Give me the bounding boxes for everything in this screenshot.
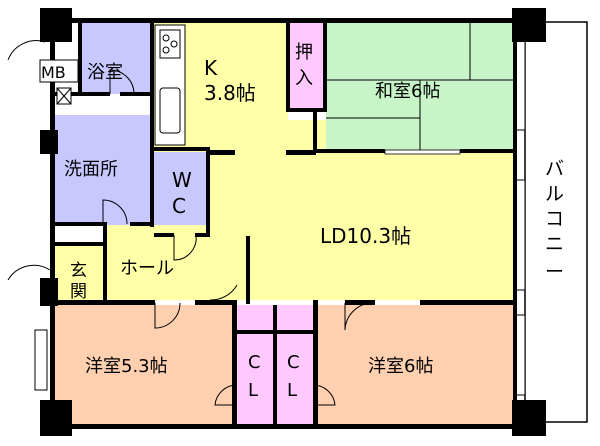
label-cl-a-1: C bbox=[248, 352, 261, 373]
label-senmen: 洗面所 bbox=[64, 159, 118, 180]
label-kitchen-size: 3.8帖 bbox=[204, 81, 256, 105]
label-mb: MB bbox=[41, 63, 66, 82]
kitchen-counter bbox=[154, 24, 186, 146]
label-balcony-5: ー bbox=[545, 261, 564, 283]
walls bbox=[40, 8, 546, 436]
label-cl-b-1: C bbox=[287, 352, 300, 373]
label-bath: 浴室 bbox=[87, 62, 123, 83]
mb-box bbox=[39, 59, 79, 105]
label-ld: LD10.3帖 bbox=[320, 224, 411, 248]
window-left bbox=[34, 329, 48, 391]
room-ld bbox=[208, 152, 515, 300]
label-oshiire-2: 入 bbox=[295, 68, 313, 89]
label-cl-a-2: L bbox=[248, 380, 258, 401]
room-oshiire bbox=[288, 22, 326, 110]
tatami-lines bbox=[326, 22, 515, 152]
window-washitsu bbox=[384, 149, 461, 155]
label-genkan-2: 関 bbox=[70, 282, 87, 302]
label-wc-2: C bbox=[172, 194, 186, 218]
label-wc-1: W bbox=[172, 168, 192, 192]
label-youshitsu-b: 洋室6帖 bbox=[368, 356, 433, 377]
label-washitsu: 和室6帖 bbox=[375, 81, 440, 102]
room-wc bbox=[153, 150, 208, 235]
room-youshitsu-a bbox=[55, 305, 235, 425]
label-balcony-4: ニ bbox=[545, 233, 564, 255]
room-bath bbox=[80, 22, 153, 94]
label-oshiire-1: 押 bbox=[295, 42, 313, 63]
label-balcony-1: バ bbox=[545, 158, 564, 180]
label-youshitsu-a: 洋室5.3帖 bbox=[85, 356, 168, 377]
label-cl-b-2: L bbox=[287, 380, 297, 401]
label-kitchen-name: K bbox=[204, 56, 218, 80]
room-genkan bbox=[55, 245, 106, 300]
label-genkan-1: 玄 bbox=[70, 261, 87, 281]
label-balcony-3: コ bbox=[545, 208, 564, 230]
room-youshitsu-b bbox=[315, 305, 515, 425]
balcony bbox=[514, 21, 588, 423]
label-hall: ホール bbox=[120, 258, 174, 279]
room-hall-right bbox=[106, 235, 246, 300]
label-balcony-2: ル bbox=[545, 183, 564, 205]
door-swings bbox=[7, 40, 374, 406]
